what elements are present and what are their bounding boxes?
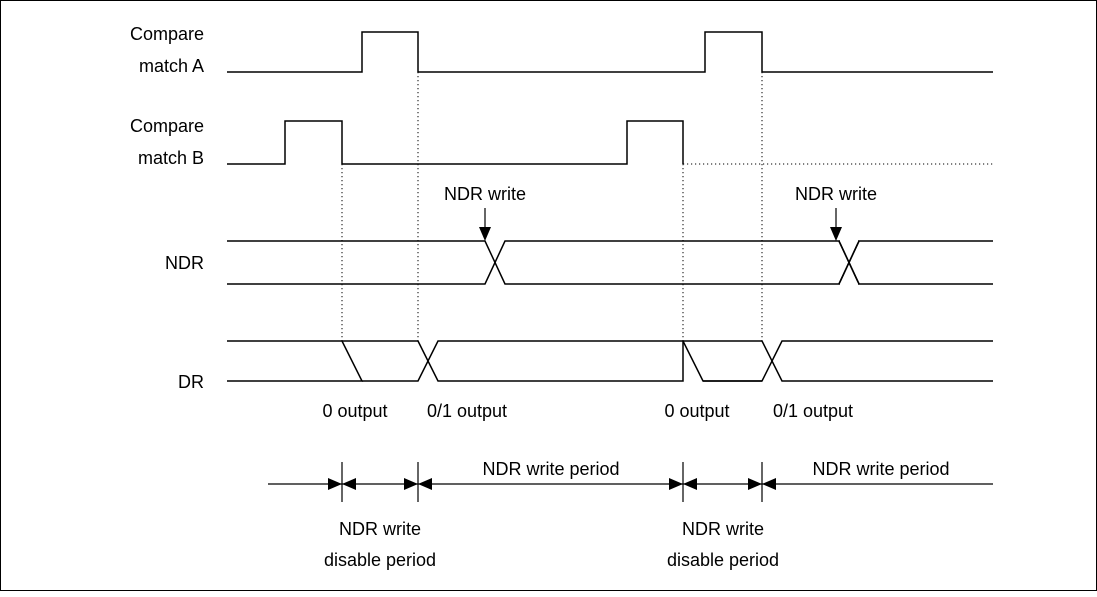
- ndr-write-annotation-2: NDR write: [795, 184, 877, 204]
- zero-one-output-label-1: 0/1 output: [427, 401, 507, 421]
- ndr-waveform: [227, 240, 993, 285]
- dr-label: DR: [178, 372, 204, 392]
- write-period-label-2: NDR write period: [812, 459, 949, 479]
- compare-a-label-line2: match A: [139, 56, 204, 76]
- disable-period-2-line2: disable period: [667, 550, 779, 570]
- disable-period-1-line1: NDR write: [339, 519, 421, 539]
- zero-output-label-2: 0 output: [664, 401, 729, 421]
- ndr-write-annotation-1: NDR write: [444, 184, 526, 204]
- compare-b-waveform: [227, 120, 684, 165]
- period-timeline: [268, 462, 993, 502]
- ndr-label: NDR: [165, 253, 204, 273]
- disable-period-1-line2: disable period: [324, 550, 436, 570]
- compare-a-label-line1: Compare: [130, 24, 204, 44]
- compare-b-label-line1: Compare: [130, 116, 204, 136]
- zero-output-label-1: 0 output: [322, 401, 387, 421]
- zero-one-output-label-2: 0/1 output: [773, 401, 853, 421]
- ndr-waveform-second-crossover: [838, 239, 860, 286]
- dr-waveform: [227, 340, 993, 382]
- compare-b-label-line2: match B: [138, 148, 204, 168]
- ndr-write-arrow-2: [830, 208, 842, 241]
- ndr-write-arrow-1: [479, 208, 491, 241]
- write-period-label-1: NDR write period: [482, 459, 619, 479]
- disable-period-2-line1: NDR write: [682, 519, 764, 539]
- compare-a-waveform: [227, 31, 993, 73]
